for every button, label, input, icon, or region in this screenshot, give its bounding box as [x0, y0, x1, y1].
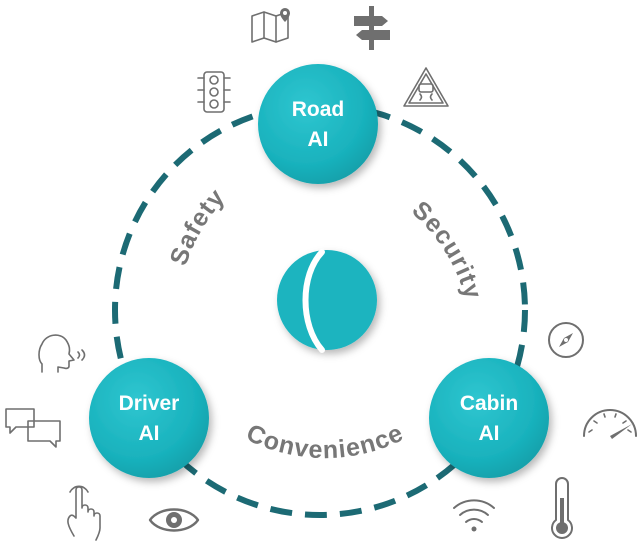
- cabin-ai-line1: Cabin: [460, 392, 518, 415]
- eye-icon: [148, 508, 200, 532]
- road-ai-line2: AI: [308, 128, 329, 151]
- slippery-road-sign-icon: [403, 67, 449, 107]
- road-ai-node: Road AI: [258, 64, 378, 184]
- cabin-ai-node: Cabin AI: [429, 358, 549, 478]
- convenience-label: Convenience: [242, 419, 408, 465]
- compass-icon: [548, 322, 584, 358]
- security-label: Security: [406, 196, 487, 303]
- touch-hand-icon: [67, 485, 101, 541]
- thermometer-icon: [551, 477, 573, 539]
- wifi-icon: [453, 499, 495, 532]
- traffic-light-icon: [197, 71, 231, 113]
- driver-ai-node: Driver AI: [89, 358, 209, 478]
- chat-bubbles-icon: [5, 408, 61, 448]
- speedometer-icon: [583, 409, 637, 439]
- cabin-ai-line2: AI: [479, 422, 500, 445]
- driver-ai-line2: AI: [139, 422, 160, 445]
- safety-label: Safety: [165, 183, 231, 269]
- speaking-head-icon: [38, 334, 86, 373]
- signpost-icon: [354, 6, 390, 50]
- center-logo-icon: [277, 249, 377, 353]
- map-pin-icon: [251, 8, 290, 43]
- road-ai-line1: Road: [292, 98, 345, 121]
- driver-ai-line1: Driver: [119, 392, 180, 415]
